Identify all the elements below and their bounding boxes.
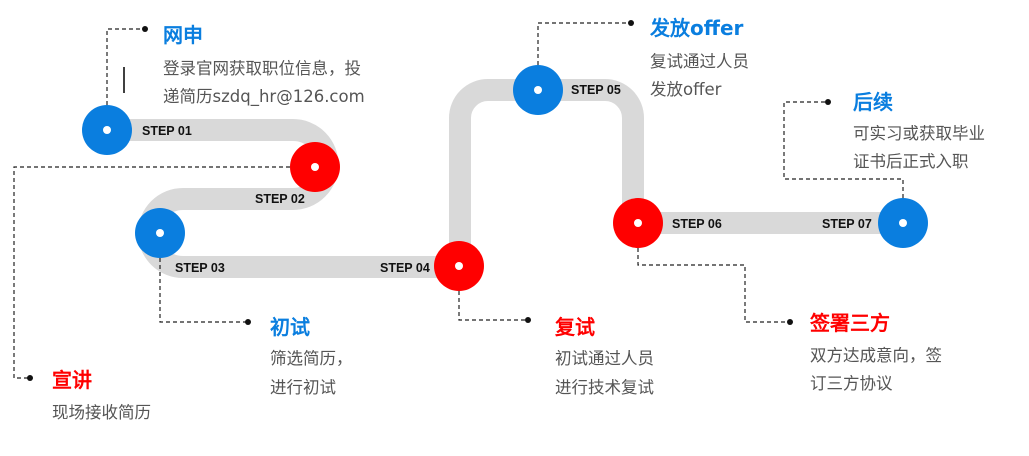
stage-desc-talk: 现场接收简历 bbox=[52, 403, 151, 422]
stage-desc-sign: 双方达成意向，签 bbox=[810, 346, 942, 365]
stage-title-offer: 发放offer bbox=[649, 16, 744, 40]
step-label-05: STEP 05 bbox=[571, 83, 621, 97]
step-node-03 bbox=[135, 208, 185, 258]
connector-step03 bbox=[159, 258, 248, 323]
step-label-07: STEP 07 bbox=[822, 217, 872, 231]
connector-step05 bbox=[537, 22, 631, 65]
stage-title-sign: 签署三方 bbox=[809, 311, 890, 335]
connector-step07 bbox=[783, 101, 904, 198]
stage-desc-offer: 复试通过人员 bbox=[650, 52, 749, 71]
step-node-06 bbox=[613, 198, 663, 248]
connector-dot bbox=[628, 20, 634, 26]
step-node-04 bbox=[434, 241, 484, 291]
stage-desc-after: 证书后正式入职 bbox=[853, 152, 969, 171]
stage-desc-apply: 递简历szdq_hr@126.com bbox=[163, 87, 365, 107]
stage-title-second: 复试 bbox=[554, 315, 595, 339]
stage-desc-second: 进行技术复试 bbox=[555, 378, 654, 397]
connector-dot bbox=[245, 319, 251, 325]
stage-desc-first: 筛选简历， bbox=[270, 349, 353, 368]
connector-dot bbox=[787, 319, 793, 325]
connector-step06 bbox=[637, 248, 790, 323]
stage-title-talk: 宣讲 bbox=[52, 368, 92, 392]
stage-desc-offer: 发放offer bbox=[650, 80, 722, 99]
stage-desc-first: 进行初试 bbox=[270, 378, 336, 397]
connector-dot bbox=[825, 99, 831, 105]
step-node-02 bbox=[290, 142, 340, 192]
step-label-04: STEP 04 bbox=[380, 261, 430, 275]
connector-step01 bbox=[106, 28, 145, 105]
step-node-05 bbox=[513, 65, 563, 115]
connector-dot bbox=[27, 375, 33, 381]
connector-dot bbox=[525, 317, 531, 323]
step-label-01: STEP 01 bbox=[142, 124, 192, 138]
connector-step02 bbox=[13, 166, 290, 379]
stage-desc-after: 可实习或获取毕业 bbox=[853, 124, 985, 143]
step-label-02: STEP 02 bbox=[255, 192, 305, 206]
step-node-07 bbox=[878, 198, 928, 248]
stage-desc-sign: 订三方协议 bbox=[810, 374, 893, 393]
stage-desc-second: 初试通过人员 bbox=[555, 349, 654, 368]
step-label-06: STEP 06 bbox=[672, 217, 722, 231]
stage-desc-apply: 登录官网获取职位信息，投 bbox=[163, 59, 361, 78]
step-label-03: STEP 03 bbox=[175, 261, 225, 275]
step-node-01 bbox=[82, 105, 132, 155]
connector-dot bbox=[142, 26, 148, 32]
connector-step04 bbox=[458, 291, 528, 321]
stage-title-first: 初试 bbox=[270, 315, 310, 339]
stage-title-after: 后续 bbox=[853, 90, 893, 114]
stage-title-apply: 网申 bbox=[163, 23, 203, 47]
process-track bbox=[107, 79, 903, 278]
